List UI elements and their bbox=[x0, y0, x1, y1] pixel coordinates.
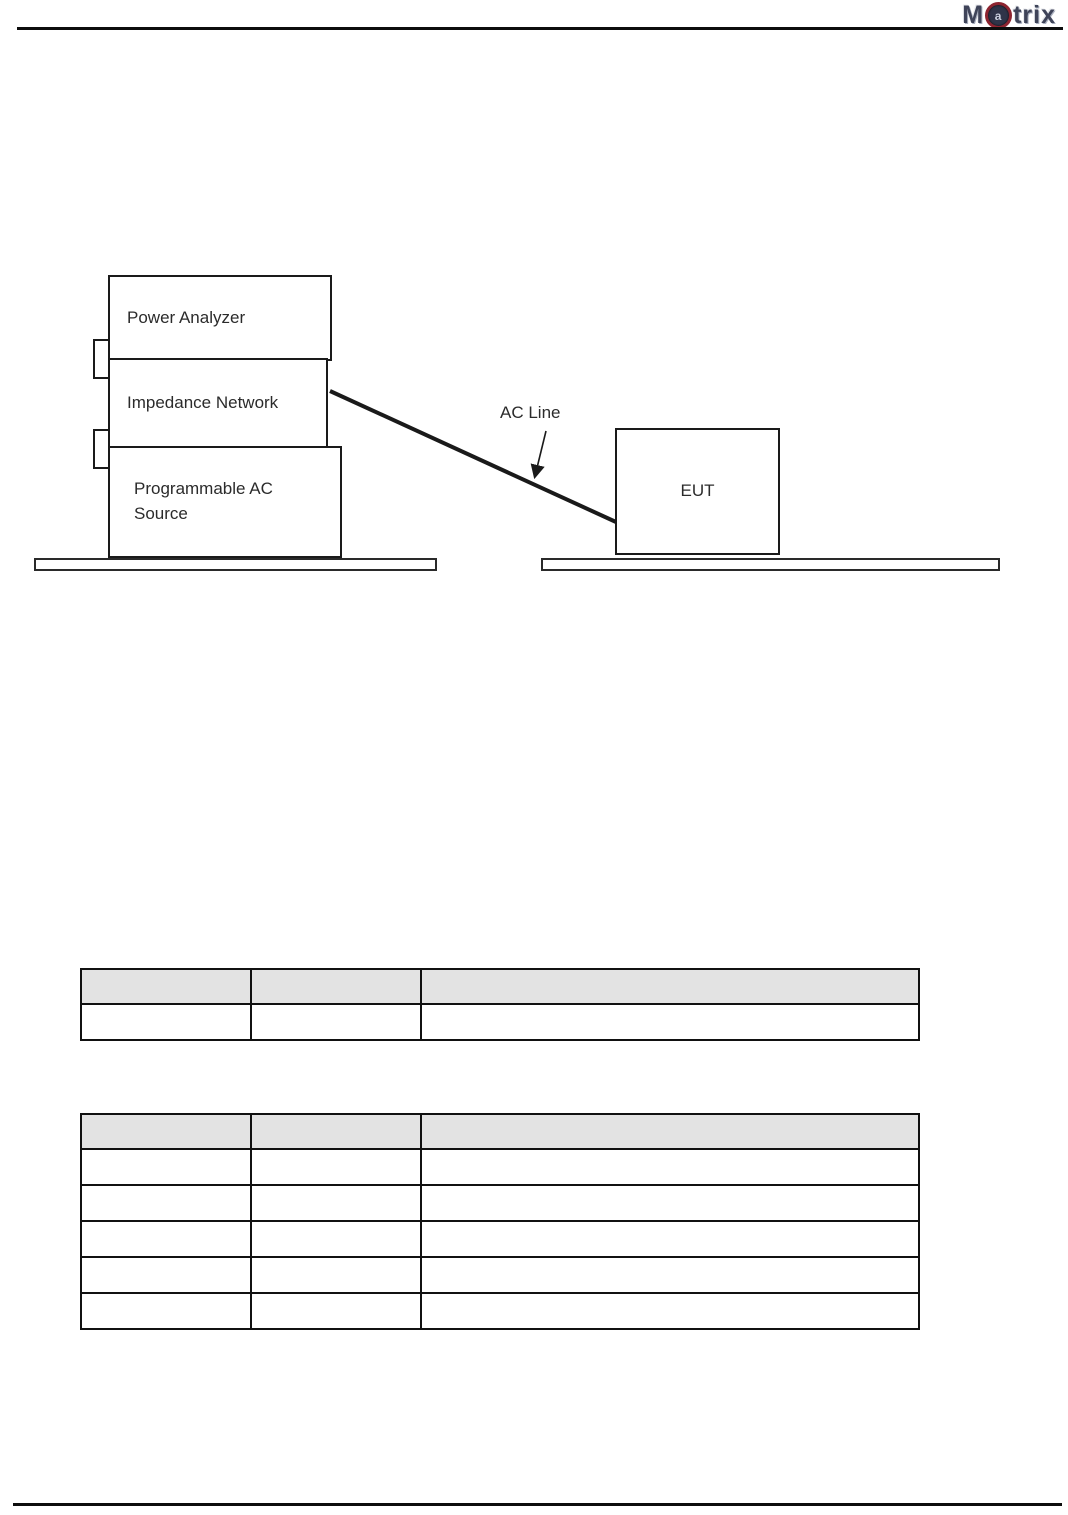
setup-table-row bbox=[80, 1003, 920, 1041]
power-analyzer-label: Power Analyzer bbox=[127, 307, 246, 327]
power-analyzer-box: Power Analyzer bbox=[108, 275, 332, 361]
equipment-cell bbox=[80, 1256, 252, 1294]
equipment-table-row bbox=[80, 1256, 920, 1294]
equipment-header-cell bbox=[250, 1113, 422, 1150]
equipment-cell bbox=[420, 1184, 920, 1222]
equipment-cell bbox=[250, 1184, 422, 1222]
header-rule bbox=[17, 27, 1063, 30]
left-bench-platform bbox=[34, 558, 437, 571]
eut-label: EUT bbox=[680, 481, 715, 501]
equipment-cell bbox=[420, 1292, 920, 1330]
right-bench-platform bbox=[541, 558, 1000, 571]
logo-text-suffix: trix bbox=[1013, 1, 1056, 29]
equipment-cell bbox=[250, 1292, 422, 1330]
equipment-cell bbox=[80, 1220, 252, 1258]
setup-cell bbox=[420, 1003, 920, 1041]
equipment-cell bbox=[250, 1256, 422, 1294]
equipment-cell bbox=[80, 1184, 252, 1222]
logo-at-icon: a bbox=[985, 2, 1013, 29]
equipment-cell bbox=[250, 1148, 422, 1186]
ac-line-label: AC Line bbox=[500, 403, 561, 422]
setup-header-cell bbox=[250, 968, 422, 1005]
equipment-table-row bbox=[80, 1148, 920, 1186]
logo-text-prefix: M bbox=[962, 1, 985, 29]
equipment-cell bbox=[80, 1148, 252, 1186]
equipment-table-row bbox=[80, 1184, 920, 1222]
setup-cell bbox=[250, 1003, 422, 1041]
equipment-cell bbox=[250, 1220, 422, 1258]
setup-table bbox=[80, 968, 920, 1041]
equipment-table bbox=[80, 1113, 920, 1330]
programmable-ac-source-box: Programmable AC Source bbox=[108, 446, 342, 558]
programmable-ac-source-label: Programmable AC Source bbox=[134, 479, 273, 523]
impedance-network-label: Impedance Network bbox=[127, 393, 279, 413]
setup-cell bbox=[80, 1003, 252, 1041]
equipment-table-row bbox=[80, 1292, 920, 1330]
equipment-table-row bbox=[80, 1220, 920, 1258]
equipment-cell bbox=[420, 1256, 920, 1294]
equipment-cell bbox=[420, 1220, 920, 1258]
equipment-cell bbox=[420, 1148, 920, 1186]
eut-box: EUT bbox=[615, 428, 780, 555]
equipment-table-header-row bbox=[80, 1113, 920, 1150]
setup-header-cell bbox=[420, 968, 920, 1005]
equipment-header-cell bbox=[420, 1113, 920, 1150]
logo-at-letter: a bbox=[994, 8, 1003, 23]
equipment-header-cell bbox=[80, 1113, 252, 1150]
equipment-cell bbox=[80, 1292, 252, 1330]
footer-rule bbox=[13, 1503, 1062, 1506]
impedance-network-box: Impedance Network bbox=[108, 358, 328, 449]
setup-table-header-row bbox=[80, 968, 920, 1005]
setup-header-cell bbox=[80, 968, 252, 1005]
